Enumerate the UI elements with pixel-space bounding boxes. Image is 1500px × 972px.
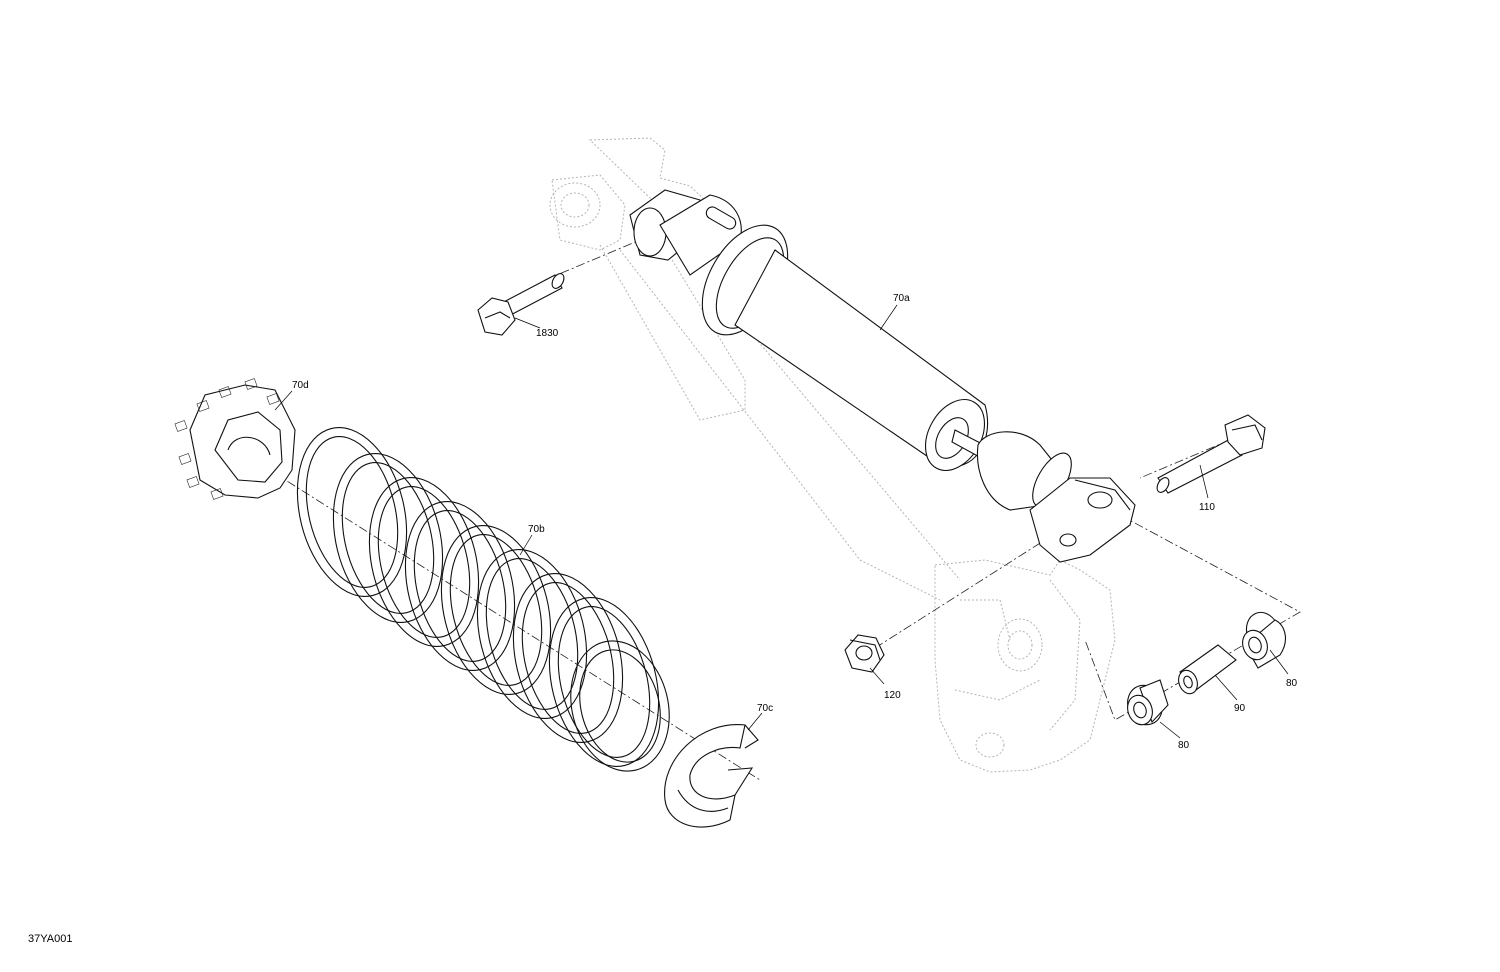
lower-bolt-part: [1156, 414, 1266, 494]
bushing-left-part: [1127, 679, 1169, 726]
callout-label-80-left: 80: [1178, 740, 1190, 751]
callout-90: 90: [1214, 674, 1246, 714]
callout-label-80-right: 80: [1286, 678, 1298, 689]
callout-label-70b: 70b: [528, 524, 545, 535]
callout-120: 120: [869, 667, 901, 701]
spring-upper-seat-part: [174, 378, 296, 500]
callout-label-70a: 70a: [893, 293, 910, 304]
coil-spring-part: [296, 427, 670, 772]
callout-70a: 70a: [879, 293, 910, 331]
callout-label-70c: 70c: [757, 703, 773, 714]
callout-label-110: 110: [1199, 502, 1215, 513]
callout-label-90: 90: [1234, 703, 1246, 714]
callout-label-70d: 70d: [292, 380, 309, 391]
callout-80-left: 80: [1159, 721, 1190, 751]
callout-70d: 70d: [274, 380, 309, 411]
sleeve-part: [1178, 644, 1237, 695]
callout-110: 110: [1199, 464, 1215, 513]
callout-70b: 70b: [519, 524, 545, 556]
shock-absorber-part: [629, 189, 1136, 563]
callout-label-1830: 1830: [536, 328, 559, 339]
callout-label-120: 120: [884, 690, 901, 701]
callout-1830: 1830: [514, 317, 559, 339]
bushing-right-part: [1242, 611, 1286, 669]
drawing-id: 37YA001: [28, 933, 73, 945]
nut-part: [844, 634, 885, 673]
ghost-lower-knuckle: [934, 559, 1116, 773]
spring-lower-seat-part: [664, 724, 759, 828]
callout-80-right: 80: [1269, 649, 1298, 689]
callout-70c: 70c: [747, 703, 773, 731]
upper-bolt-part: [477, 273, 565, 336]
